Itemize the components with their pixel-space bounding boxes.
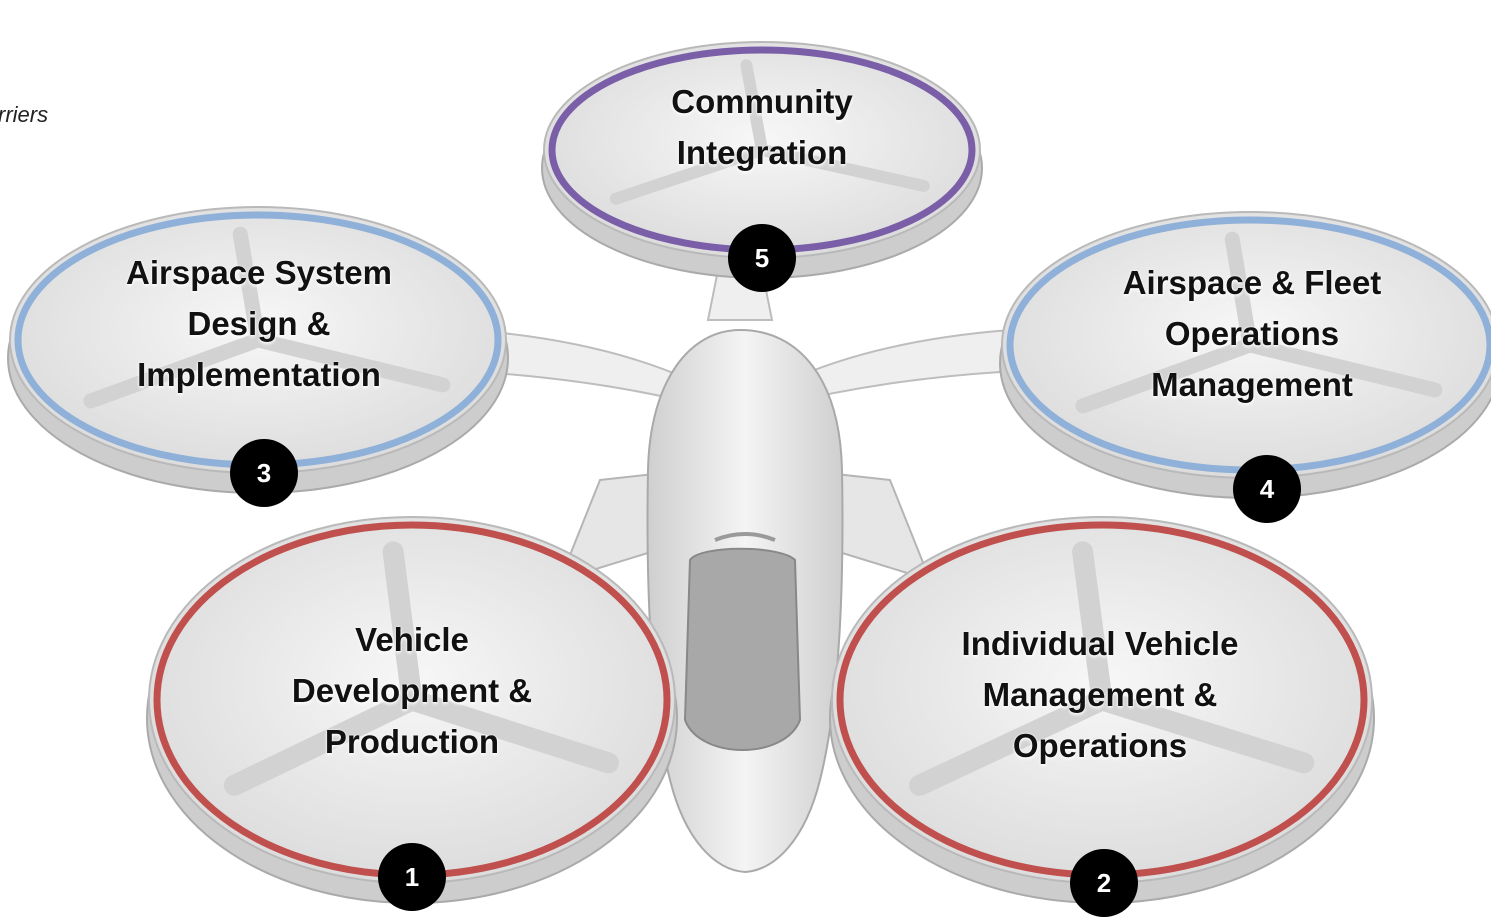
header-fragment-text: rriers <box>0 102 49 127</box>
rotor-label-line: Implementation <box>137 356 381 393</box>
rotor-blade <box>382 541 423 711</box>
rotor-label-line: Operations <box>1012 727 1188 764</box>
rotor-label-line: Airspace & Fleet <box>1122 264 1382 301</box>
rotor-label-line: Management & <box>982 676 1218 713</box>
rotor-blade <box>740 59 768 156</box>
rotor-blade <box>1075 337 1258 414</box>
step-number-badge: 3 <box>230 439 298 507</box>
step-number-badge: 2 <box>1070 849 1138 917</box>
rotor-blade <box>609 144 768 205</box>
step-number-badge: 5 <box>728 224 796 292</box>
rotor-blade <box>223 689 423 796</box>
rotor-label-line: Operations <box>1164 315 1340 352</box>
rotor-label-line: Integration <box>676 134 848 171</box>
rotor-blade <box>401 689 619 774</box>
rotor-blade <box>1091 689 1315 774</box>
rotor-blade <box>1242 337 1443 398</box>
rotor-blade <box>909 689 1113 796</box>
rotor-5 <box>541 41 983 279</box>
vehicle-fuselage <box>468 259 1012 874</box>
rotor-label-line: Production <box>324 723 500 760</box>
rotor-blade <box>1224 231 1258 353</box>
step-number-badge: 4 <box>1233 455 1301 523</box>
rotor-label-line: Vehicle <box>355 621 469 658</box>
rotor-label-line: Management <box>1151 366 1353 403</box>
rotor-4 <box>999 211 1491 499</box>
rotor-label-line: Design & <box>187 305 331 342</box>
step-number-badge: 1 <box>378 843 446 911</box>
rotor-label-line: Community <box>671 83 853 120</box>
rotor-label-line: Development & <box>291 672 533 709</box>
rotor-label-line: Individual Vehicle <box>961 625 1239 662</box>
rotor-blade <box>83 332 266 409</box>
rotor-blade <box>250 332 451 393</box>
rotor-blade <box>232 226 266 348</box>
rotor-label-line: Airspace System <box>126 254 392 291</box>
rotor-2 <box>829 516 1375 904</box>
rotor-3 <box>7 206 509 494</box>
rotor-blade <box>1072 541 1113 711</box>
rotor-blade <box>756 144 930 192</box>
